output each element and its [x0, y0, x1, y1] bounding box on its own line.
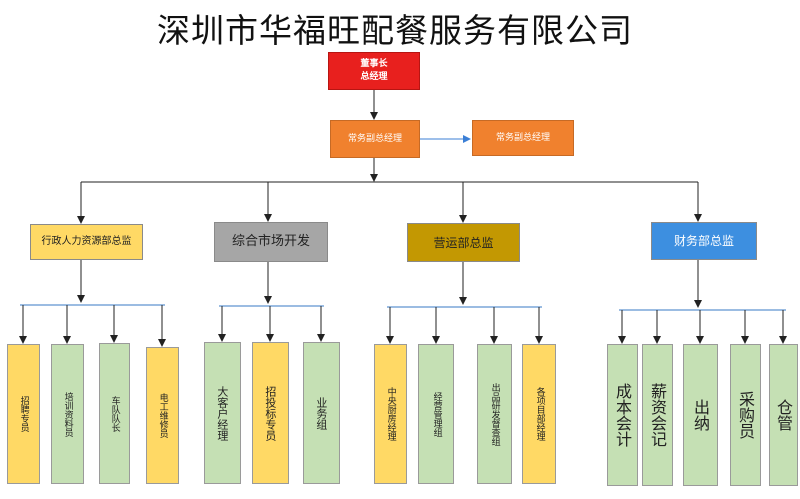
unit-label: 成本会计 — [613, 383, 632, 447]
unit-box: 薪资会记 — [641, 344, 673, 486]
unit-box: 各项目部经理 — [522, 344, 556, 484]
company-title: 深圳市华福旺配餐服务有限公司 — [157, 11, 633, 50]
unit-box: 出品研发督查组 — [476, 344, 512, 484]
unit-box: 仓管 — [768, 344, 798, 486]
department-label: 营运部总监 — [433, 235, 494, 250]
unit-box: 成本会计 — [606, 344, 638, 486]
unit-label: 中央厨房经理 — [385, 387, 396, 441]
executive-vp-box: 常务副总经理 — [330, 120, 420, 158]
unit-label: 仓管 — [774, 399, 793, 431]
unit-box: 车队队长 — [98, 343, 130, 484]
department-label: 行政人力资源部总监 — [41, 236, 132, 247]
unit-label: 出纳 — [691, 399, 710, 431]
unit-box: 培训资料员 — [50, 344, 84, 484]
unit-box: 电工维修员 — [145, 347, 179, 484]
unit-label: 薪资会记 — [648, 383, 667, 447]
department-label: 财务部总监 — [673, 234, 734, 248]
unit-label: 采购员 — [736, 391, 755, 439]
unit-label: 车队队长 — [109, 395, 120, 432]
department-label: 综合市场开发 — [231, 234, 310, 249]
chairman-label: 董事长 — [360, 59, 388, 69]
unit-label: 出品研发督查组 — [489, 382, 500, 446]
unit-label: 大客户经理 — [215, 385, 229, 441]
unit-label: 各项目部经理 — [534, 387, 545, 441]
department-box: 行政人力资源部总监 — [30, 224, 143, 260]
executive-vp-right-label: 常务副总经理 — [495, 133, 550, 143]
unit-box: 经营管理组 — [418, 344, 454, 484]
executive-vp-label: 常务副总经理 — [347, 134, 402, 144]
unit-box: 出纳 — [682, 344, 718, 486]
unit-label: 培训资料员 — [62, 391, 73, 437]
department-box: 营运部总监 — [407, 223, 520, 262]
department-box: 财务部总监 — [651, 222, 757, 260]
general-manager-label: 总经理 — [360, 72, 388, 82]
unit-label: 招聘专员 — [18, 396, 29, 432]
chairman-gm-box: 董事长 总经理 — [328, 52, 420, 90]
department-box: 综合市场开发 — [214, 222, 328, 262]
unit-label: 招投标专员 — [263, 385, 277, 441]
unit-label: 业务组 — [314, 396, 328, 430]
unit-label: 经营管理组 — [431, 391, 442, 437]
unit-box: 采购员 — [729, 344, 761, 486]
unit-box: 中央厨房经理 — [373, 344, 407, 484]
unit-label: 电工维修员 — [157, 393, 168, 438]
unit-box: 业务组 — [302, 342, 340, 484]
unit-box: 大客户经理 — [203, 342, 241, 484]
unit-box: 招投标专员 — [251, 342, 289, 484]
unit-box: 招聘专员 — [6, 344, 40, 484]
executive-vp-box-right: 常务副总经理 — [472, 120, 574, 156]
